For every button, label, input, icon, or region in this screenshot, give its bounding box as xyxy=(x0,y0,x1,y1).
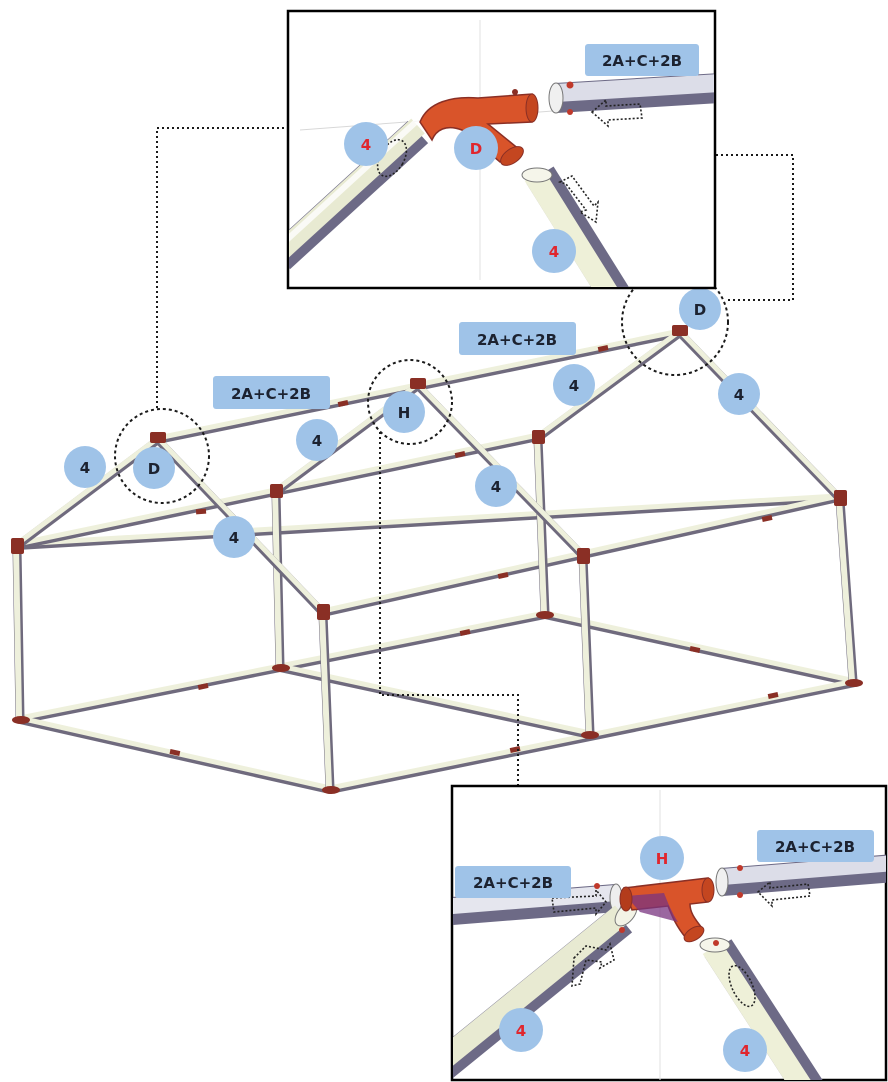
svg-text:4: 4 xyxy=(549,243,559,261)
detail-circle-back xyxy=(621,268,729,376)
svg-text:2A+C+2B: 2A+C+2B xyxy=(602,52,682,70)
svg-text:2A+C+2B: 2A+C+2B xyxy=(775,838,855,856)
svg-text:D: D xyxy=(148,460,160,478)
rafter-badge-c: 4 xyxy=(296,419,338,461)
svg-text:4: 4 xyxy=(80,459,90,477)
svg-text:H: H xyxy=(398,404,411,422)
inset-bottom-h-fitting: 2A+C+2B 2A+C+2B H 4 4 xyxy=(450,784,888,1082)
svg-text:2A+C+2B: 2A+C+2B xyxy=(477,331,557,349)
joint-badge-back: D xyxy=(679,288,721,330)
svg-text:D: D xyxy=(694,301,706,319)
detail-circle-middle xyxy=(367,359,453,445)
detail-circle-front xyxy=(114,408,210,504)
ridge-tag-right: 2A+C+2B xyxy=(459,322,576,355)
ridge-tag-left: 2A+C+2B xyxy=(213,376,330,409)
rafter-badge-e: 4 xyxy=(553,364,595,406)
svg-text:4: 4 xyxy=(361,136,371,154)
leader-front xyxy=(156,127,290,408)
posts xyxy=(12,433,858,793)
svg-text:4: 4 xyxy=(734,386,744,404)
joints xyxy=(11,325,863,794)
rafter-badge-a: 4 xyxy=(64,446,106,488)
svg-text:4: 4 xyxy=(312,432,322,450)
joint-badge-front: D xyxy=(133,447,175,489)
leader-middle xyxy=(379,432,519,785)
svg-text:4: 4 xyxy=(569,377,579,395)
svg-text:4: 4 xyxy=(229,529,239,547)
svg-text:4: 4 xyxy=(491,478,501,496)
rafter-badge-d: 4 xyxy=(475,465,517,507)
main-frame: 2A+C+2B 2A+C+2B 4 4 4 4 4 4 xyxy=(11,127,863,794)
svg-text:2A+C+2B: 2A+C+2B xyxy=(473,874,553,892)
svg-text:H: H xyxy=(656,850,669,868)
rafter-badge-f: 4 xyxy=(718,373,760,415)
joint-badge-middle: H xyxy=(383,391,425,433)
ground-rails xyxy=(16,610,859,794)
svg-text:4: 4 xyxy=(740,1042,750,1060)
inset-top-d-fitting: 4 D 4 2A+C+2B xyxy=(286,9,717,290)
leader-back xyxy=(716,154,794,301)
rafter-badge-b: 4 xyxy=(213,516,255,558)
svg-text:D: D xyxy=(470,140,482,158)
svg-text:2A+C+2B: 2A+C+2B xyxy=(231,385,311,403)
svg-text:4: 4 xyxy=(516,1022,526,1040)
